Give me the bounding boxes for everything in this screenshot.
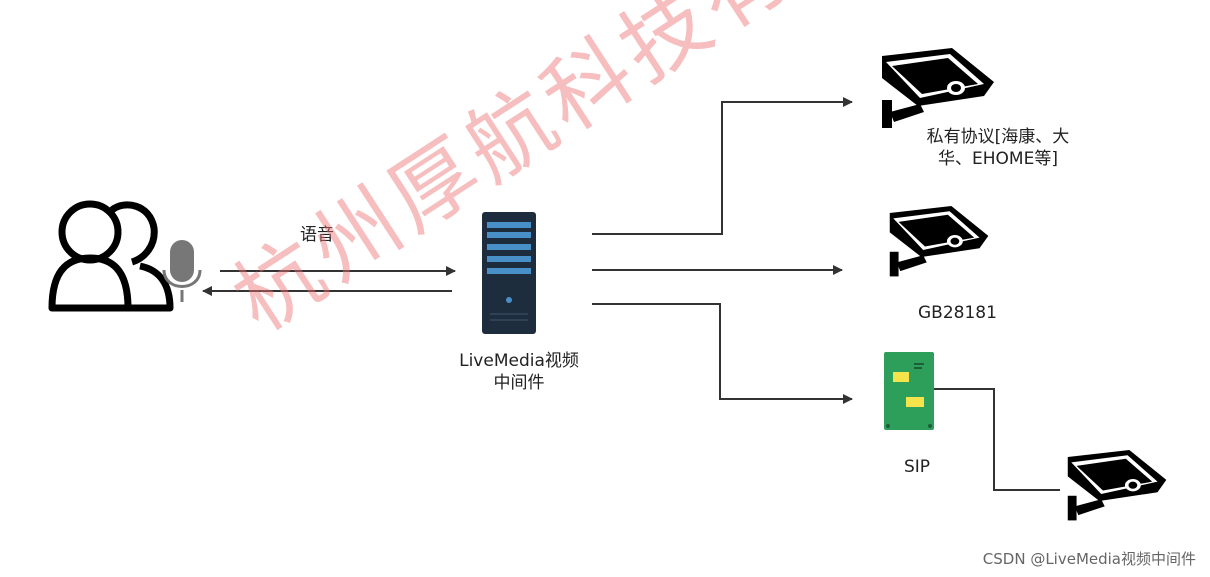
camera-icon — [882, 48, 994, 128]
line-sip-to-camera — [930, 388, 1060, 491]
server-label: LiveMedia视频 中间件 — [442, 350, 596, 394]
camera-icon — [1067, 450, 1167, 521]
arrow-to-sip-device — [592, 303, 853, 404]
server-icon — [482, 212, 536, 334]
camera-icon — [889, 206, 989, 277]
csdn-credit: CSDN @LiveMedia视频中间件 — [982, 550, 1196, 568]
sip-device-icon — [884, 352, 934, 430]
arrow-to-private-camera — [592, 97, 853, 235]
private-label-line2: 华、EHOME等] — [938, 149, 1058, 169]
microphone-icon — [162, 240, 202, 302]
voice-label: 语音 — [300, 225, 334, 245]
sip-label: SIP — [904, 457, 931, 477]
gb28181-label: GB28181 — [918, 303, 997, 323]
server-label-line1: LiveMedia视频 — [459, 351, 579, 371]
private-protocol-label: 私有协议[海康、大 华、EHOME等] — [908, 126, 1088, 170]
users-icon — [48, 200, 174, 312]
private-label-line1: 私有协议[海康、大 — [926, 127, 1070, 147]
server-label-line2: 中间件 — [493, 373, 545, 393]
